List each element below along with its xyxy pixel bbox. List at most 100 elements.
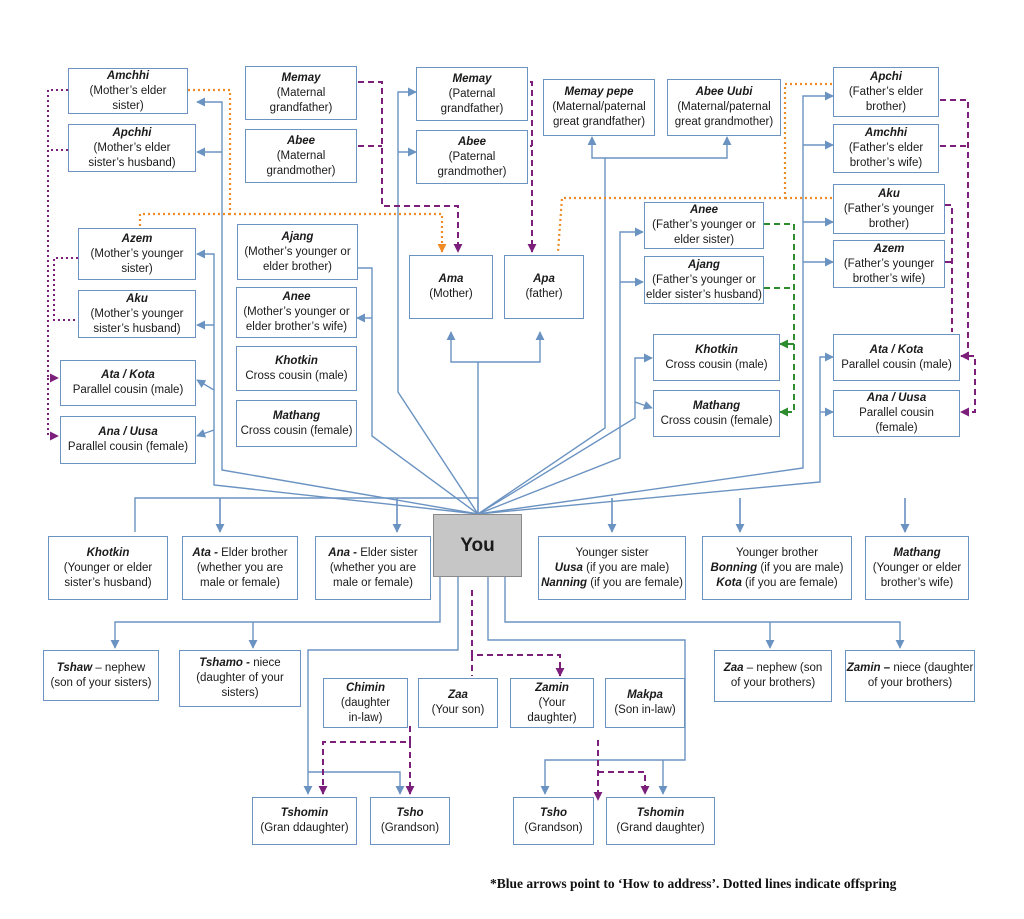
kin-description: (Father’s elder — [848, 85, 924, 98]
kin-term: Apa — [533, 273, 555, 285]
kin-description: (Younger or elder — [63, 561, 153, 574]
kin-term: Tshamo - — [199, 657, 250, 669]
kin-description: niece — [250, 657, 281, 669]
kin-term: Memay — [281, 71, 321, 84]
kin-line: Younger brother — [736, 546, 818, 561]
kin-term: Makpa — [627, 689, 663, 701]
kin-description: Cross cousin (female) — [660, 414, 773, 427]
kin-description: great grandmother) — [674, 116, 774, 128]
kin-description: (Father’s elder — [848, 142, 924, 154]
kin-box-tshomin-l: Tshomin(Gran ddaughter) — [252, 797, 357, 845]
kin-line: Ana - Elder sister — [328, 546, 417, 561]
kin-box-zaa-n: Zaa – nephew (son of your brothers) — [714, 650, 832, 702]
kin-term: Amchhi — [864, 127, 908, 139]
green-offspring-lines — [764, 223, 795, 417]
kin-term: Zaa — [723, 662, 744, 674]
kin-term: Anee — [689, 204, 719, 216]
kin-term: Nanning — [541, 576, 588, 589]
kin-description: (Your son) — [431, 704, 485, 716]
kin-line: Zamin – niece (daughter — [847, 661, 974, 676]
kin-description: (Maternal — [276, 86, 326, 99]
kin-description: – nephew (son — [743, 662, 823, 674]
kin-description: Younger brother — [735, 546, 819, 559]
kin-term: Ajang — [688, 258, 720, 271]
kin-description: sister’s husband) — [88, 156, 176, 169]
kin-box-tshaw: Tshaw – nephew(son of your sisters) — [43, 650, 159, 701]
kin-term: Tshaw — [56, 661, 93, 674]
kin-term: Aku — [878, 187, 900, 200]
kin-description: (whether you are — [329, 561, 417, 574]
kin-description: (Maternal/paternal — [552, 101, 646, 113]
kin-line: (son of your sisters) — [51, 676, 152, 691]
kin-description: male or female) — [333, 576, 413, 589]
kin-line: Tshaw – nephew — [57, 661, 145, 676]
kin-description: elder sister’s husband) — [646, 288, 762, 301]
kin-description: (Mother’s younger or — [243, 306, 350, 318]
kin-term: Ana / Uusa — [866, 392, 927, 404]
kin-description: (Mother’s younger — [90, 307, 184, 320]
kin-term: Apchi — [870, 70, 902, 83]
kin-description: grandmother) — [437, 165, 507, 178]
kin-term: You — [460, 535, 495, 556]
kin-description: Parallel cousin (male) — [841, 358, 952, 371]
kin-description: (Mother’s younger — [90, 247, 184, 260]
kin-description: (father) — [525, 288, 563, 300]
kin-line: male or female) — [200, 576, 280, 591]
fan-great — [477, 136, 606, 515]
fan-right-col — [477, 91, 834, 515]
kin-line: Tshamo - niece — [199, 656, 280, 671]
kin-term: Ata / Kota — [101, 369, 155, 381]
kin-term: Abee — [457, 135, 487, 148]
kin-term: Uusa — [554, 561, 583, 574]
kin-description: (if you are female) — [587, 576, 683, 589]
kin-description: (son of your sisters) — [50, 676, 152, 689]
fan-ata-l — [196, 379, 215, 391]
kin-term: Ata / Kota — [869, 343, 924, 356]
kin-description: (if you are female) — [741, 576, 838, 589]
kin-box-you: You — [433, 514, 522, 577]
fan-mathang-r — [634, 401, 653, 410]
fan-down-tshomin-l — [303, 577, 459, 795]
fan-grandparents — [397, 87, 479, 515]
kin-box-tshomin-r: Tshomin(Grand daughter) — [606, 797, 715, 845]
kin-description: grandfather) — [440, 102, 504, 115]
fan-down-grand-r — [487, 577, 686, 795]
fan-up-mid-2 — [478, 331, 545, 363]
kin-term: Azem — [121, 232, 153, 245]
kin-description: (Grandson) — [524, 822, 583, 834]
kin-line: (whether you are — [330, 561, 416, 576]
kin-description: (Father’s younger or — [652, 273, 756, 286]
kin-description: Cross cousin (male) — [665, 358, 768, 371]
fan-down-tsho-l — [308, 771, 405, 795]
fan-anee-f — [477, 227, 644, 515]
kin-description: sister) — [121, 262, 153, 275]
fan-khotkin-r — [477, 353, 653, 515]
kin-line: of your brothers) — [868, 676, 952, 691]
kin-line: Ata - Elder brother — [192, 546, 287, 561]
kin-term: Zamin – — [846, 662, 891, 674]
kin-box-ama: Ama(Mother) — [409, 255, 493, 319]
kin-description: (Son in-law) — [614, 704, 676, 716]
kin-box-ana-es: Ana - Elder sister(whether you are male o… — [315, 536, 431, 600]
kin-description: (Grand daughter) — [616, 822, 705, 834]
kin-line: Nanning (if you are female) — [541, 576, 683, 591]
kin-description: of your brothers) — [730, 677, 816, 689]
kin-box-tsho-l: Tsho(Grandson) — [370, 797, 450, 845]
kin-description: Parallel cousin (male) — [72, 384, 184, 396]
kin-box-makpa: Makpa (Son in-law) — [605, 678, 685, 728]
kin-term: Amchhi — [106, 69, 150, 82]
kin-description: (female) — [875, 422, 918, 434]
kin-description: Cross cousin (female) — [240, 424, 353, 437]
kin-description: grandfather) — [269, 101, 333, 114]
kin-description: daughter) — [527, 711, 577, 724]
kin-term: Khotkin — [695, 343, 738, 356]
kin-description: (Paternal — [448, 150, 496, 163]
kin-description: (Mother’s younger or — [244, 245, 351, 258]
kin-term: Memay pepe — [564, 86, 634, 98]
